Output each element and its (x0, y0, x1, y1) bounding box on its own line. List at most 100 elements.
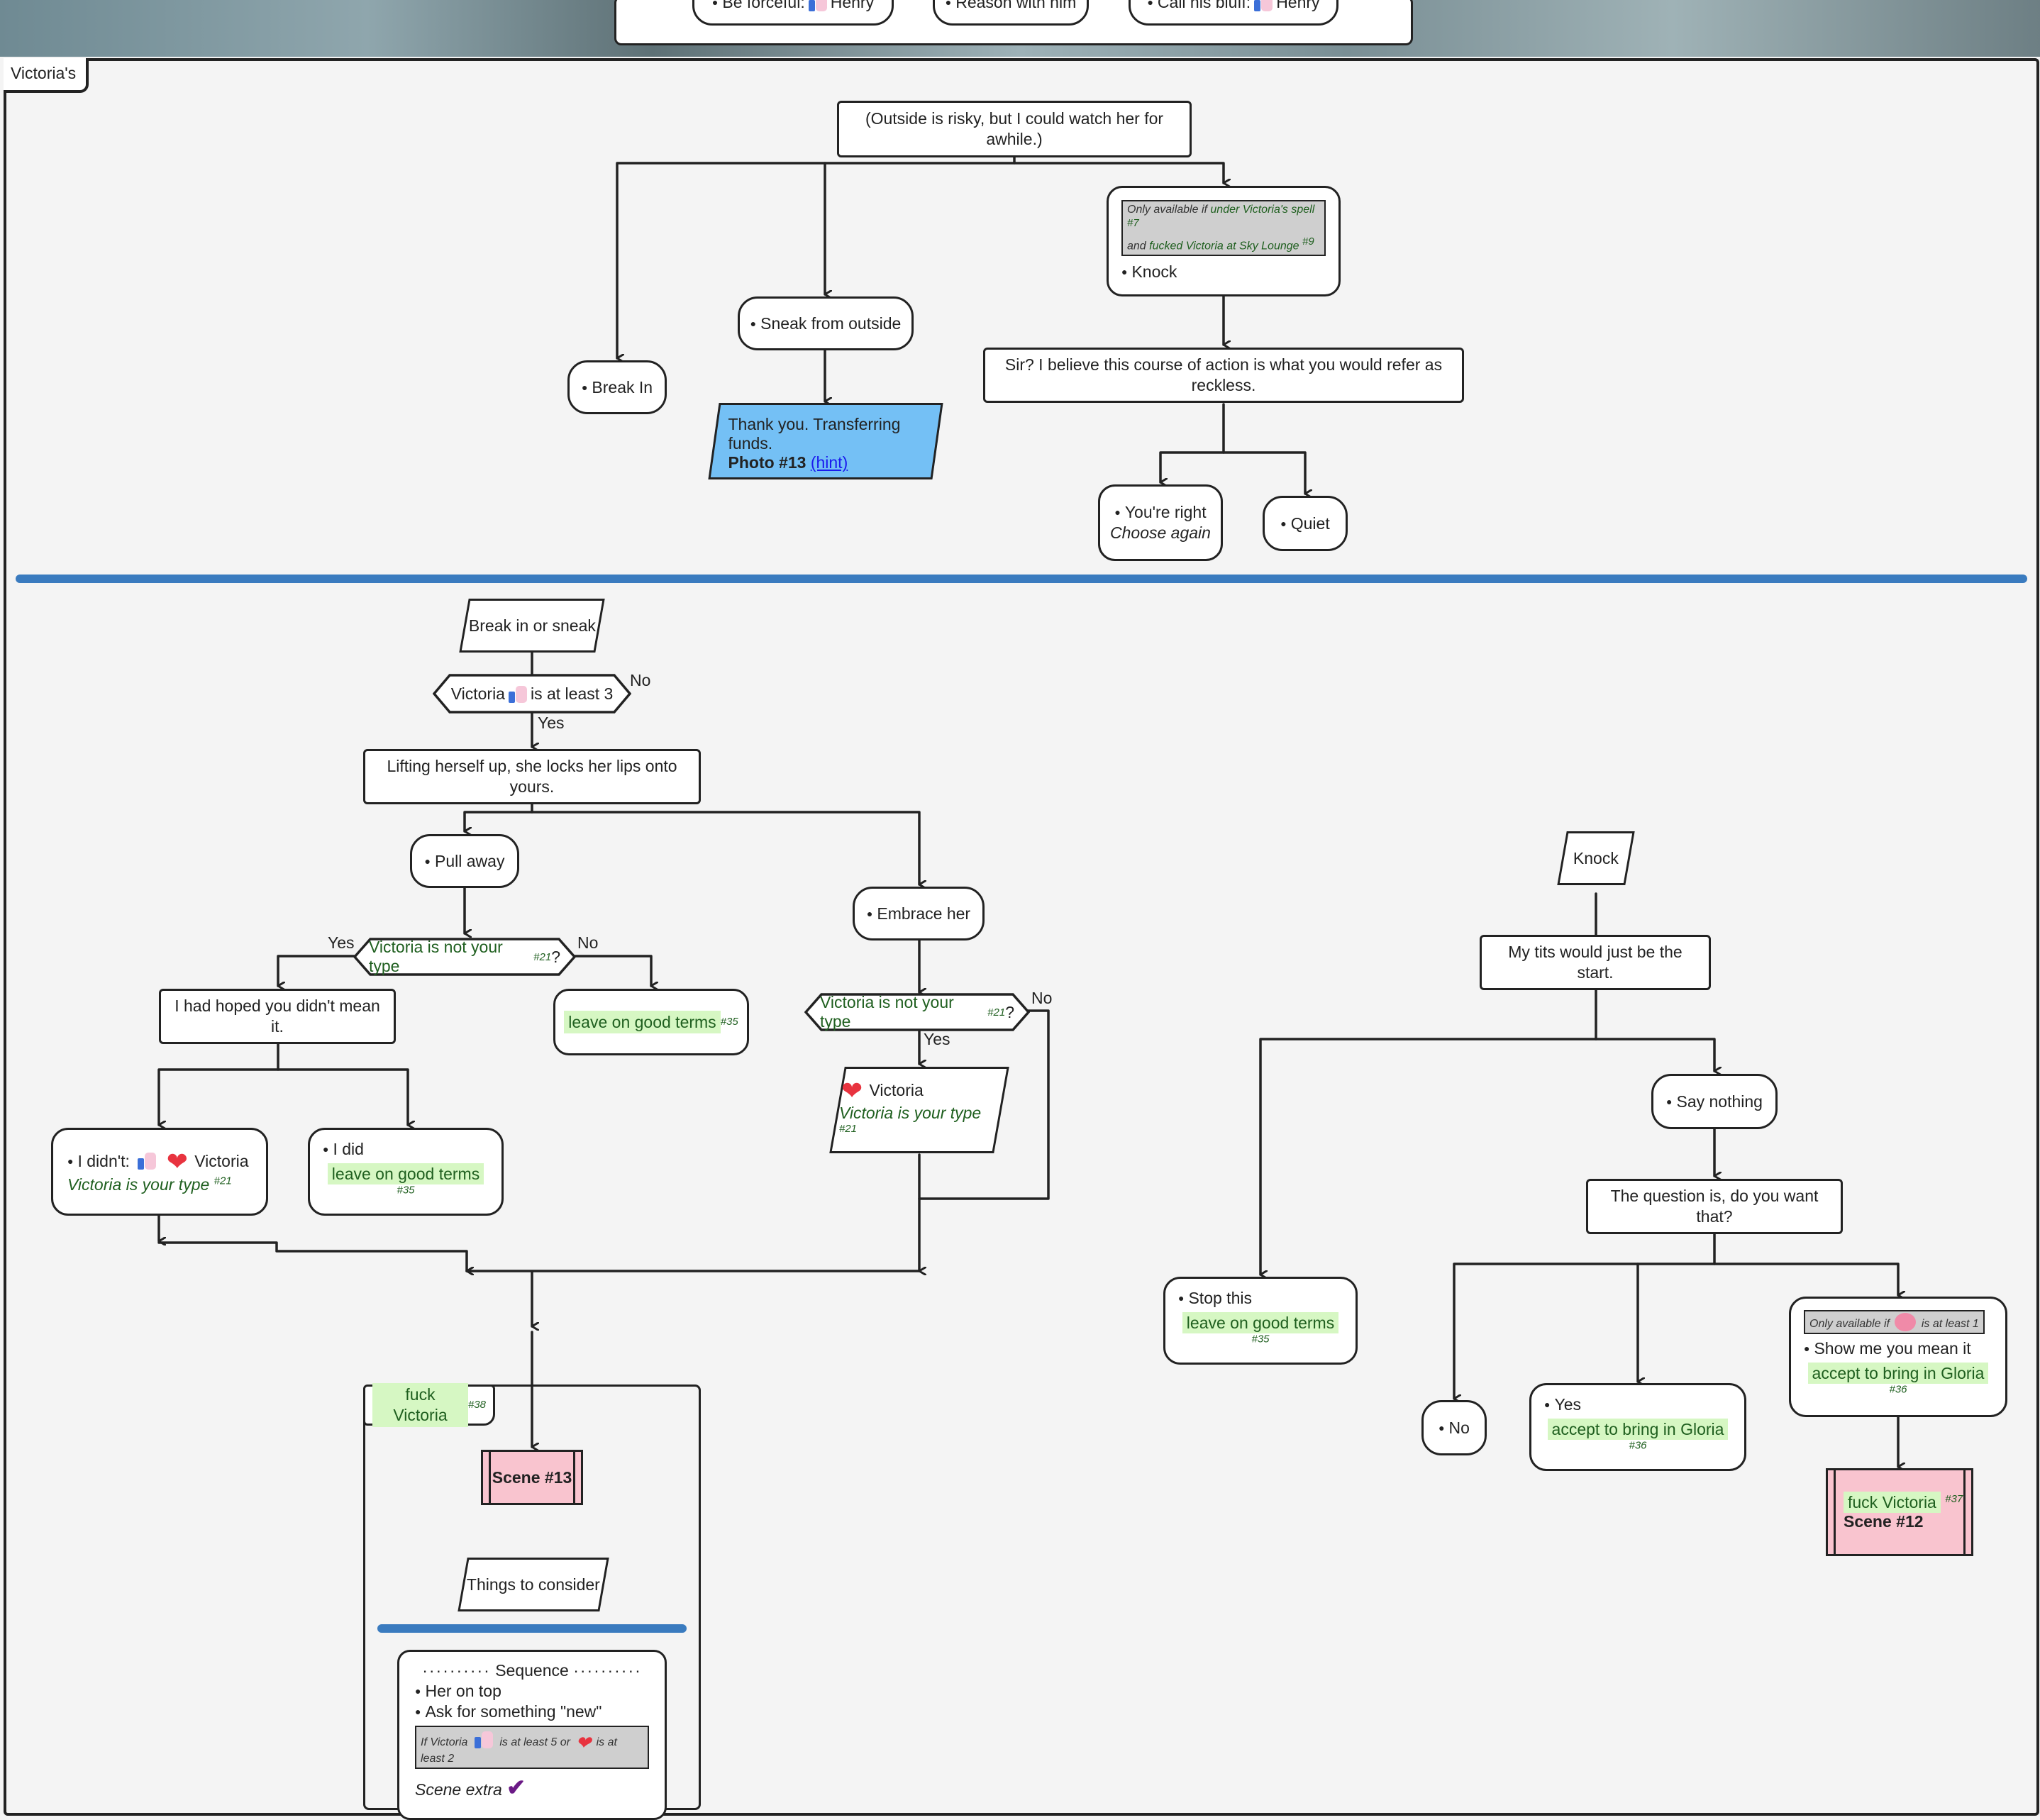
photo-hint-link[interactable]: (hint) (810, 453, 848, 472)
like-icon (1253, 0, 1274, 13)
things-consider-node: Things to consider (458, 1558, 609, 1611)
like-icon (507, 683, 528, 704)
show-me-cond-a: Only available if (1809, 1317, 1890, 1330)
victoria-type-node: ❤ Victoria Victoria is your type #21 (829, 1067, 1009, 1153)
check-2-yes: Yes (328, 933, 355, 952)
check-1-yes: Yes (538, 714, 565, 732)
top-choice-bluff[interactable]: Call his bluff: Henry (1129, 0, 1338, 26)
knock-label-upper: Knock (1121, 262, 1177, 282)
checkmark-icon: ✔ (506, 1775, 526, 1801)
i-didnt-label: I didn't: (67, 1152, 130, 1170)
check-2-qmark: ? (551, 947, 560, 966)
knock-option-upper[interactable]: Only available if under Victoria's spell… (1107, 186, 1341, 296)
question-text: The question is, do you want that? (1610, 1187, 1819, 1226)
pull-away-option[interactable]: Pull away (410, 834, 519, 888)
hoped-node: I had hoped you didn't mean it. (159, 989, 396, 1044)
condition-fucked-ref: #9 (1302, 235, 1314, 248)
i-did-option[interactable]: I did leave on good terms #35 (308, 1128, 504, 1216)
stop-this-label: Stop this (1178, 1288, 1252, 1309)
section-separator (16, 575, 2027, 583)
top-choice-forceful-name: Henry (830, 0, 875, 11)
quiet-label: Quiet (1280, 514, 1330, 534)
check-3-ref: #21 (987, 1006, 1006, 1019)
embrace-option[interactable]: Embrace her (853, 887, 985, 940)
stop-this-option[interactable]: Stop this leave on good terms #35 (1163, 1277, 1358, 1365)
outside-risky-node: (Outside is risky, but I could watch her… (837, 101, 1192, 157)
scene-12-node: fuck Victoria #37 Scene #12 (1826, 1468, 1973, 1556)
check-3-text: Victoria is not your type (820, 993, 954, 1031)
i-did-label: I did (323, 1139, 363, 1160)
show-me-label: Show me you mean it (1804, 1338, 1970, 1359)
check-1-label: Victoria is at least 3 (447, 677, 617, 711)
extra-cond-b: is at least 5 or (499, 1736, 570, 1749)
victoria-type-text: Victoria is your type (839, 1103, 982, 1122)
things-consider-text: Things to consider (467, 1575, 600, 1594)
extra-cond-c: is at least 2 (421, 1736, 617, 1765)
show-me-condition: Only available if is at least 1 (1804, 1309, 1985, 1334)
heart-icon: ❤ (166, 1146, 188, 1176)
fuck-victoria-label: fuck Victoria (372, 1383, 468, 1427)
youre-right-label: You're right (1114, 502, 1207, 523)
yes-label: Yes (1544, 1394, 1581, 1415)
photo-label: Photo #13 (728, 453, 806, 472)
condition-prefix: Only available if (1127, 204, 1207, 216)
tits-node: My tits would just be the start. (1480, 935, 1711, 990)
top-choice-reason[interactable]: Reason with him (933, 0, 1089, 26)
youre-right-option[interactable]: You're right Choose again (1098, 484, 1223, 561)
stop-this-ref: #35 (1251, 1333, 1270, 1345)
show-me-accept: accept to bring in Gloria (1807, 1362, 1989, 1384)
i-didnt-option[interactable]: I didn't: ❤ Victoria Victoria is your ty… (51, 1128, 268, 1216)
sneak-option[interactable]: Sneak from outside (738, 296, 914, 350)
knock-node: Knock (1557, 831, 1635, 885)
victoria-type-ref: #21 (839, 1122, 858, 1135)
top-choice-forceful-label: Be forceful: (712, 0, 804, 12)
sir-reckless-text: Sir? I believe this course of action is … (1004, 355, 1443, 394)
break-or-sneak-node: Break in or sneak (459, 599, 605, 653)
lifting-node: Lifting herself up, she locks her lips o… (363, 749, 701, 804)
check-1-name: Victoria (450, 684, 505, 703)
check-3-label: Victoria is not your type #21 ? (820, 993, 1014, 1031)
condition-and: and (1127, 239, 1146, 252)
i-didnt-type: Victoria is your type (67, 1175, 210, 1194)
photo-text: Thank you. Transferring funds. (728, 415, 901, 453)
photo-node: Thank you. Transferring funds. Photo #13… (708, 403, 943, 479)
leave-good-terms-1-ref: #35 (720, 1015, 738, 1028)
condition-fucked: fucked Victoria at Sky Lounge (1149, 239, 1299, 252)
check-3-qmark: ? (1005, 1002, 1014, 1021)
section-title: Victoria's (4, 58, 89, 93)
lifting-text: Lifting herself up, she locks her lips o… (387, 757, 677, 796)
condition-spell: under Victoria's spell (1210, 204, 1315, 216)
no-label: No (1438, 1418, 1470, 1438)
check-1-no: No (630, 671, 651, 689)
consider-separator (377, 1624, 687, 1633)
sequence-header: ·········· Sequence ·········· (422, 1661, 642, 1680)
fuck-victoria-ref: #38 (467, 1398, 486, 1411)
sequence-title: Sequence (495, 1661, 569, 1680)
scene-13-label: Scene #13 (492, 1467, 572, 1487)
scene-12-ref: #37 (1945, 1492, 1963, 1505)
top-choice-bluff-name: Henry (1276, 0, 1320, 11)
show-me-cond-b: is at least 1 (1921, 1317, 1979, 1330)
say-nothing-option[interactable]: Say nothing (1651, 1074, 1778, 1129)
quiet-option[interactable]: Quiet (1263, 496, 1348, 551)
say-nothing-label: Say nothing (1666, 1092, 1762, 1112)
sequence-her-on-top: Her on top (415, 1681, 501, 1702)
leave-good-terms-1: leave on good terms #35 (553, 989, 749, 1055)
check-diamond-1 (433, 674, 631, 714)
check-1-rest: is at least 3 (530, 684, 614, 703)
yes-option[interactable]: Yes accept to bring in Gloria #36 (1529, 1383, 1746, 1471)
i-did-leave: leave on good terms (327, 1163, 484, 1184)
no-option[interactable]: No (1421, 1400, 1487, 1455)
scene-12-fuck: fuck Victoria (1844, 1492, 1941, 1514)
break-in-option[interactable]: Break In (567, 360, 667, 414)
break-or-sneak-text: Break in or sneak (468, 616, 596, 635)
scene-extra-label: Scene extra (415, 1780, 502, 1799)
i-didnt-ref: #21 (214, 1174, 232, 1187)
like-icon (473, 1729, 494, 1750)
i-didnt-victoria: Victoria (194, 1151, 249, 1170)
choose-again-label: Choose again (1110, 523, 1211, 542)
show-me-option[interactable]: Only available if is at least 1 Show me … (1789, 1297, 2007, 1417)
break-in-label: Break In (582, 377, 653, 398)
top-choice-reason-label: Reason with him (946, 0, 1076, 12)
